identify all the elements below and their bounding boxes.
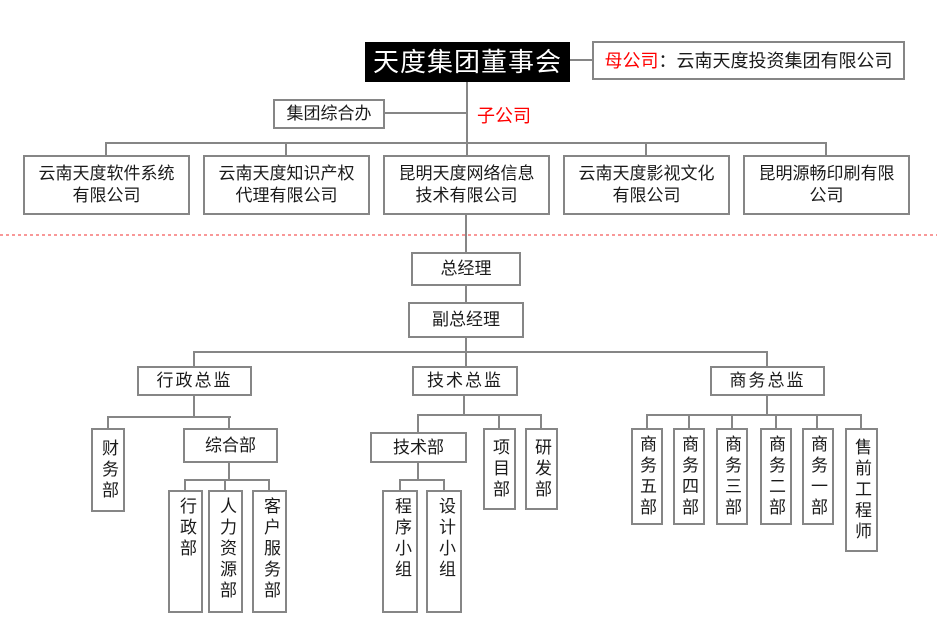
business-dept-5-box: 商务五部 — [631, 428, 663, 525]
subsidiary-name-line: 技术有限公司 — [415, 186, 518, 205]
connector-line — [285, 142, 287, 155]
subsidiary-name-line: 昆明源畅印刷有限 — [758, 164, 895, 183]
connector-line — [184, 479, 186, 490]
connector-line — [268, 479, 270, 490]
connector-line — [646, 414, 862, 416]
admin-dept-box: 行政部 — [168, 490, 203, 613]
general-manager-box: 总经理 — [411, 252, 521, 286]
parent-company-note: 母公司：云南天度投资集团有限公司 — [592, 41, 905, 80]
connector-line — [766, 396, 768, 415]
group-office-box: 集团综合办 — [273, 99, 385, 129]
parent-company-name: ：云南天度投资集团有限公司 — [658, 50, 893, 71]
connector-line — [399, 479, 444, 481]
connector-line — [228, 463, 230, 480]
connector-line — [194, 351, 768, 353]
hr-dept-box: 人力资源部 — [208, 490, 243, 613]
connector-line — [816, 414, 818, 428]
subsidiary-name-line: 代理有限公司 — [235, 186, 338, 205]
director-tech-box: 技术总监 — [412, 366, 518, 396]
business-dept-1-box: 商务一部 — [802, 428, 834, 525]
general-dept-box: 综合部 — [183, 428, 278, 463]
subsidiary-name-line: 云南天度知识产权 — [218, 164, 355, 183]
connector-line — [443, 479, 445, 490]
connector-line — [463, 396, 465, 415]
connector-line — [540, 414, 542, 428]
connector-line — [498, 414, 500, 428]
program-team-box: 程序小组 — [382, 490, 418, 613]
business-dept-4-box: 商务四部 — [673, 428, 705, 525]
subsidiary-box-ip-agency: 云南天度知识产权 代理有限公司 — [203, 155, 370, 215]
subsidiary-name-line: 云南天度影视文化 — [578, 164, 715, 183]
business-dept-2-box: 商务二部 — [760, 428, 792, 525]
connector-line — [825, 142, 827, 155]
connector-line — [417, 414, 419, 432]
subsidiary-name-line: 有限公司 — [612, 186, 681, 205]
dashed-divider-line — [0, 234, 937, 236]
connector-line — [107, 416, 231, 418]
subsidiary-name-line: 公司 — [809, 186, 844, 205]
connector-line — [224, 479, 226, 490]
connector-line — [465, 286, 467, 302]
tech-dept-box: 技术部 — [370, 432, 467, 463]
connector-line — [193, 351, 195, 366]
subsidiary-annotation: 子公司 — [477, 106, 531, 126]
connector-line — [193, 396, 195, 417]
finance-dept-box: 财务部 — [91, 428, 125, 512]
project-dept-box: 项目部 — [483, 428, 516, 510]
connector-line — [645, 142, 647, 155]
director-business-box: 商务总监 — [710, 366, 825, 396]
group-office-label: 集团综合办 — [286, 104, 372, 123]
subsidiary-box-software: 云南天度软件系统 有限公司 — [23, 155, 190, 215]
customer-service-dept-box: 客户服务部 — [252, 490, 287, 613]
subsidiary-box-film-culture: 云南天度影视文化 有限公司 — [563, 155, 730, 215]
subsidiary-name-line: 昆明天度网络信息 — [398, 164, 535, 183]
connector-line — [570, 59, 592, 61]
subsidiary-box-printing: 昆明源畅印刷有限 公司 — [743, 155, 910, 215]
connector-line — [105, 142, 107, 155]
connector-line — [399, 479, 401, 490]
connector-line — [417, 414, 542, 416]
rd-dept-box: 研发部 — [525, 428, 558, 510]
presales-engineer-box: 售前工程师 — [845, 428, 878, 552]
connector-line — [860, 414, 862, 428]
connector-line — [466, 82, 468, 155]
connector-line — [417, 463, 419, 480]
board-title-label: 天度集团董事会 — [372, 47, 562, 77]
connector-line — [465, 215, 467, 252]
business-dept-3-box: 商务三部 — [716, 428, 748, 525]
board-title-box: 天度集团董事会 — [365, 42, 570, 82]
director-admin-box: 行政总监 — [137, 366, 252, 396]
connector-line — [775, 414, 777, 428]
vice-general-manager-box: 副总经理 — [408, 302, 524, 338]
connector-line — [731, 414, 733, 428]
connector-line — [228, 416, 230, 428]
design-team-box: 设计小组 — [426, 490, 462, 613]
subsidiary-name-line: 云南天度软件系统 — [38, 164, 175, 183]
parent-company-prefix: 母公司 — [604, 50, 659, 71]
connector-line — [107, 416, 109, 428]
connector-line — [766, 351, 768, 366]
subsidiary-name-line: 有限公司 — [72, 186, 141, 205]
connector-line — [106, 142, 827, 144]
connector-line — [688, 414, 690, 428]
connector-line — [184, 479, 270, 481]
subsidiary-box-network-info: 昆明天度网络信息 技术有限公司 — [383, 155, 550, 215]
connector-line — [385, 112, 467, 114]
connector-line — [646, 414, 648, 428]
